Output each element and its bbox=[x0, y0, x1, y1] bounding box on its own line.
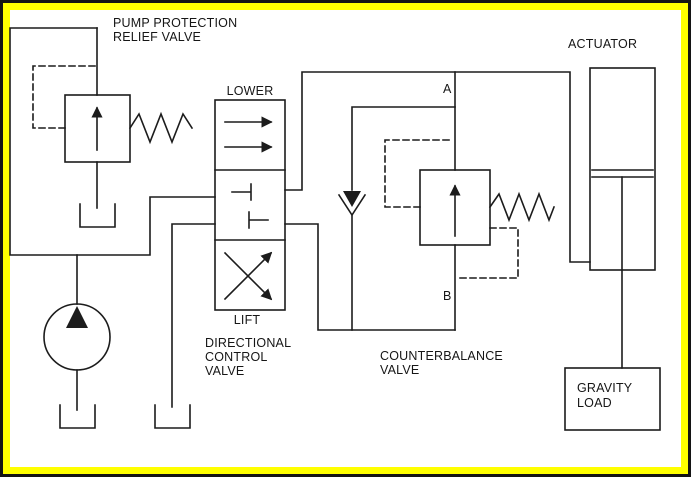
gravity-load-box bbox=[564, 367, 661, 431]
dcv-to-counterbalance-line bbox=[284, 223, 456, 331]
gravity-load-symbol: GRAVITY LOAD bbox=[564, 367, 661, 431]
pump-supply-line bbox=[9, 27, 216, 256]
pump-circle bbox=[43, 303, 111, 371]
actuator-symbol bbox=[589, 67, 656, 369]
reservoir-symbols bbox=[59, 203, 191, 429]
relief-reservoir-icon bbox=[79, 203, 116, 228]
counterbalance-pilot-line-b bbox=[457, 227, 519, 279]
pump-symbol bbox=[43, 303, 111, 371]
dcv-tank-line bbox=[171, 223, 216, 408]
pump-flow-triangle-icon bbox=[66, 306, 88, 328]
piping bbox=[9, 27, 591, 411]
counterbalance-label-line2: VALVE bbox=[380, 363, 419, 377]
dcv-section-dividers bbox=[214, 169, 286, 241]
dcv-label-line1: DIRECTIONAL bbox=[205, 336, 291, 350]
port-a-label: A bbox=[443, 82, 452, 96]
dcv-center-blocked-port-1 bbox=[231, 183, 252, 201]
labels: PUMP PROTECTION RELIEF VALVE LOWER LIFT … bbox=[113, 16, 637, 378]
relief-valve-label-line1: PUMP PROTECTION bbox=[113, 16, 237, 30]
check-valve-branch-upper bbox=[351, 106, 456, 191]
check-valve-poppet-icon bbox=[343, 191, 361, 207]
relief-valve-label-line2: RELIEF VALVE bbox=[113, 30, 201, 44]
counterbalance-pilot-line-a bbox=[384, 139, 453, 208]
counterbalance-spring bbox=[488, 191, 556, 223]
dcv-lift-position-label: LIFT bbox=[234, 313, 261, 327]
counterbalance-label-line1: COUNTERBALANCE bbox=[380, 349, 503, 363]
gravity-load-label-line2: LOAD bbox=[577, 396, 612, 410]
gravity-load-label-line1: GRAVITY bbox=[577, 381, 633, 395]
dcv-lower-position-label: LOWER bbox=[227, 84, 274, 98]
relief-valve-pilot-line bbox=[32, 65, 96, 129]
frame-accent bbox=[3, 3, 688, 474]
check-valve-seat bbox=[337, 193, 367, 217]
dcv-label-line2: CONTROL bbox=[205, 350, 268, 364]
dcv-reservoir-icon bbox=[154, 404, 191, 429]
relief-valve-symbol bbox=[32, 65, 194, 163]
dcv-center-blocked-port-2 bbox=[248, 211, 269, 229]
actuator-label: ACTUATOR bbox=[568, 37, 637, 51]
dcv-lift-arrow-2 bbox=[223, 251, 273, 301]
dcv-body bbox=[214, 99, 286, 311]
port-b-label: B bbox=[443, 289, 452, 303]
relief-valve-spring bbox=[128, 111, 194, 145]
dcv-label-line3: VALVE bbox=[205, 364, 244, 378]
pump-reservoir-icon bbox=[59, 404, 96, 429]
counterbalance-valve-symbol bbox=[384, 139, 556, 279]
check-valve-symbol bbox=[337, 191, 367, 217]
dcv-to-actuator-line bbox=[284, 71, 591, 263]
directional-control-valve-symbol bbox=[214, 99, 286, 311]
